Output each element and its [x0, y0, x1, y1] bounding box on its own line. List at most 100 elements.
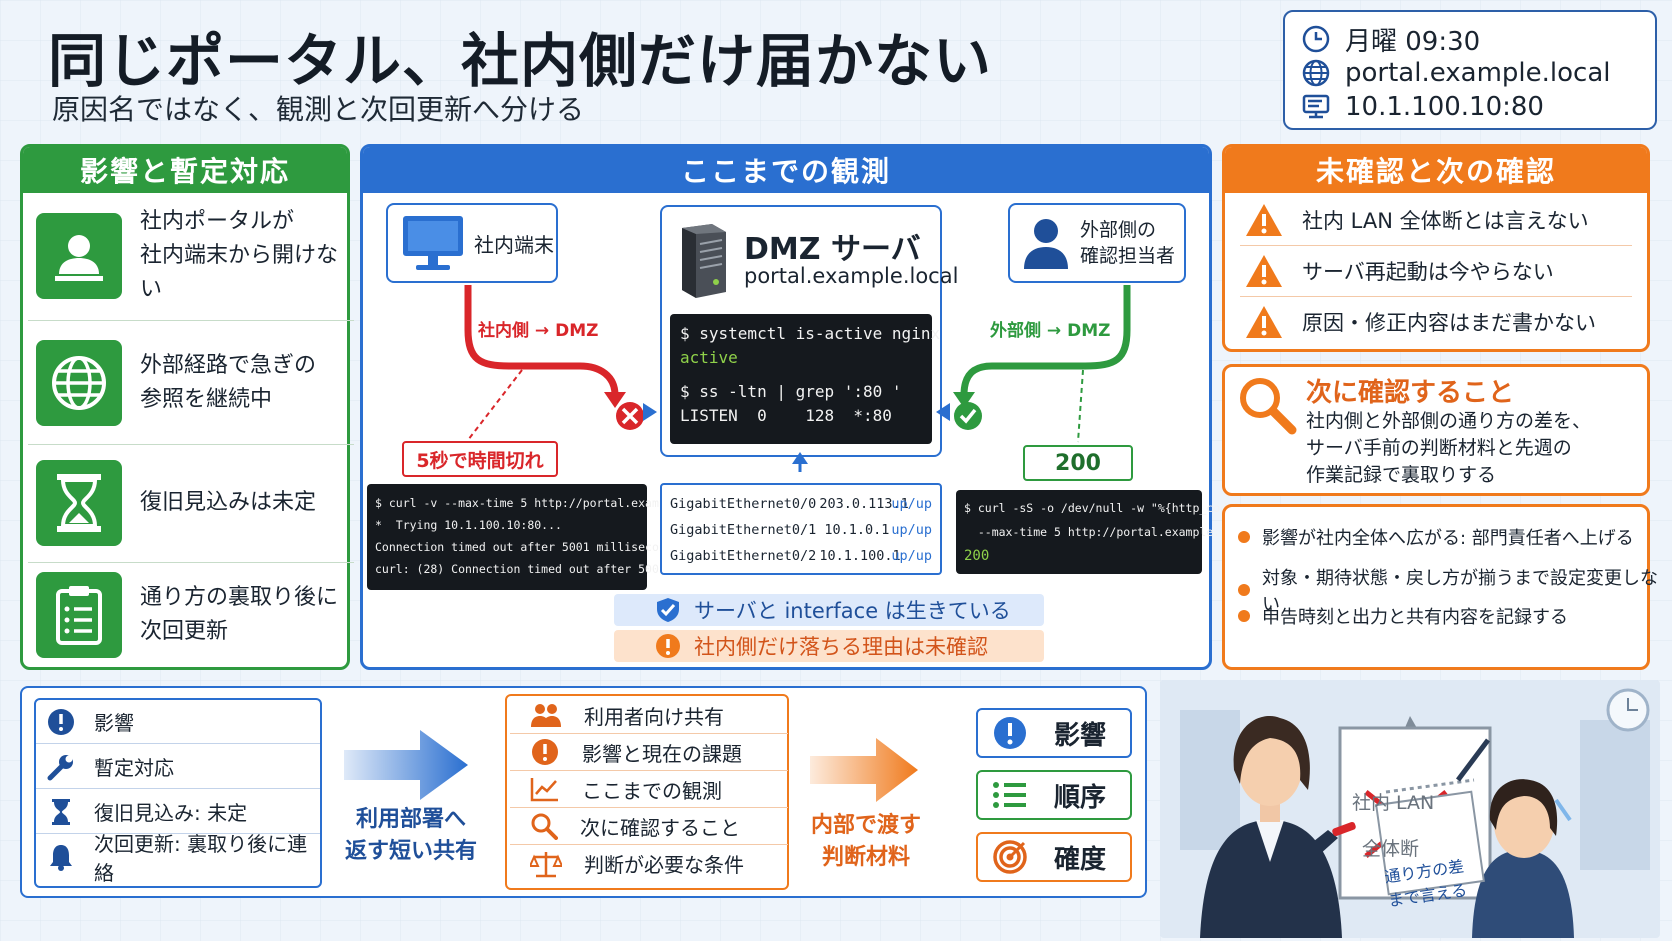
fail-icon-cross — [621, 407, 639, 425]
exclamation-icon — [656, 634, 680, 658]
external-checker-label: 外部側の 確認担当者 — [1080, 219, 1176, 267]
info-host-row: portal.example.local — [1301, 56, 1639, 90]
incident-info-box: 月曜 09:30 portal.example.local 10.1.100.1… — [1283, 10, 1657, 130]
note-alive: サーバと interface は生きている — [614, 594, 1044, 626]
board-text-1: 社内 LAN — [1352, 792, 1435, 814]
dmz-server-title: DMZ サーバ — [744, 232, 921, 267]
curl-output-line: curl: (28) Connection timed out after 50… — [375, 562, 756, 576]
interface-arrowhead — [792, 452, 808, 464]
page-subtitle: 原因名ではなく、観測と次回更新へ分ける — [52, 93, 585, 126]
curl-output-line: Connection timed out after 5001 millisec… — [375, 540, 680, 554]
page-title: 同じポータル、社内側だけ届かない — [48, 27, 993, 95]
next-check-title: 次に確認すること — [1306, 378, 1515, 408]
dmz-server-host: portal.example.local — [744, 264, 959, 288]
impact-divider-1 — [28, 320, 354, 321]
info-time: 月曜 09:30 — [1345, 26, 1481, 57]
status-pointer — [1077, 369, 1084, 443]
exclamation-icon — [994, 717, 1026, 749]
info-address-row: 10.1.100.10:80 — [1301, 90, 1639, 124]
wrench-icon — [47, 754, 73, 780]
unconfirmed-panel: 未確認と次の確認 — [1222, 144, 1650, 352]
handoff-item-observation: ここまでの観測 — [510, 771, 788, 808]
warning-item-3: 原因・修正内容はまだ書かない — [1234, 297, 1634, 347]
monitor-icon — [403, 216, 463, 270]
clock-icon — [1302, 25, 1330, 53]
next-check-text: 社内側と外部側の通り方の差を、 サーバ手前の判断材料と先週の 作業記録で裏取りす… — [1306, 410, 1592, 486]
escalation-bullet: 対象・期待状態・戻し方が揃うまで設定変更しない — [1238, 564, 1672, 616]
warning-icon — [1246, 255, 1282, 287]
server-terminal-line: $ ss -ltn | grep ':80 ' — [680, 382, 902, 401]
clipboard-icon — [36, 572, 122, 658]
share-item-workaround: 暫定対応 — [36, 745, 320, 789]
staff-discussion-illustration — [1180, 688, 1650, 938]
handoff-item-users: 利用者向け共有 — [510, 697, 788, 734]
search-icon — [531, 813, 558, 840]
server-arrow-right — [936, 403, 950, 421]
info-host: portal.example.local — [1345, 58, 1611, 88]
globe-icon — [1302, 59, 1330, 87]
summary-impact: 影響 — [976, 708, 1132, 758]
internal-terminal-label: 社内端末 — [474, 232, 554, 257]
users-icon — [531, 704, 561, 727]
status-code-tag: 200 — [1023, 445, 1133, 481]
share-item-next-update: 次回更新: 裏取り後に連絡 — [36, 832, 320, 885]
external-curl-terminal: $ curl -sS -o /dev/null -w "%{http_code}… — [956, 490, 1262, 574]
unconfirmed-panel-title: 未確認と次の確認 — [1225, 147, 1647, 193]
impact-item-3-text: 復旧見込みは未定 — [140, 490, 317, 515]
search-icon — [1240, 378, 1297, 435]
bullet-dot — [1238, 610, 1250, 622]
warning-divider — [1240, 245, 1632, 246]
escalation-bullet: 影響が社内全体へ広がる: 部門責任者へ上げる — [1238, 524, 1634, 550]
shield-check-icon — [657, 598, 679, 622]
impact-item-2: 外部経路で急ぎの 参照を継続中 — [36, 324, 356, 442]
internal-terminal-node: 社内端末 — [386, 203, 558, 283]
summary-certainty: 確度 — [976, 832, 1132, 882]
warning-icon — [1246, 306, 1282, 338]
globe-icon — [36, 340, 122, 426]
warning-item-2: サーバ再起動は今やらない — [1234, 246, 1634, 296]
impact-item-1-text: 社内ポータルが 社内端末から開けない — [140, 209, 339, 302]
bullet-dot — [1238, 584, 1250, 596]
handoff-item-conditions: 判断が必要な条件 — [510, 845, 788, 882]
hourglass-icon — [36, 460, 122, 546]
arrow-to-internal — [810, 738, 918, 802]
impact-divider-3 — [28, 562, 354, 563]
warning-divider — [1240, 296, 1632, 297]
user-share-list — [34, 698, 322, 888]
internal-path-arrowhead — [604, 392, 626, 408]
server-rack-icon — [1302, 94, 1330, 119]
handoff-item-impact: 影響と現在の課題 — [510, 734, 788, 771]
internal-curl-terminal: $ curl -v --max-time 5 http://portal.exa… — [367, 484, 756, 590]
list-icon — [993, 782, 1026, 808]
target-icon — [993, 840, 1027, 874]
timeout-tag: 5秒で時間切れ — [402, 441, 558, 477]
curl-output-line: $ curl -sS -o /dev/null -w "%{http_code}… — [964, 501, 1262, 515]
arrow-to-users — [344, 730, 468, 800]
warning-item-1: 社内 LAN 全体断とは言えない — [1234, 195, 1634, 245]
impact-item-3: 復旧見込みは未定 — [36, 444, 356, 562]
exclamation-icon — [48, 708, 74, 735]
impact-panel-title: 影響と暫定対応 — [23, 147, 347, 193]
arrow-to-internal-label: 内部で渡す 判断材料 — [810, 813, 921, 870]
hourglass-icon — [52, 798, 70, 825]
bell-icon — [50, 845, 72, 871]
impact-item-4-text: 通り方の裏取り後に 次回更新 — [140, 585, 339, 644]
share-item-impact: 影響 — [36, 700, 320, 744]
external-path-line — [960, 285, 1131, 396]
external-path-arrowhead — [953, 392, 975, 408]
chart-icon — [530, 778, 558, 802]
curl-status-line: 200 — [964, 548, 990, 564]
person-icon — [1024, 219, 1068, 269]
external-path-label: 外部側 → DMZ — [990, 321, 1111, 341]
bullet-dot — [1238, 531, 1250, 543]
share-item-eta: 復旧見込み: 未定 — [36, 790, 320, 834]
impact-item-1: 社内ポータルが 社内端末から開けない — [36, 197, 356, 315]
external-checker-node: 外部側の 確認担当者 — [1008, 203, 1186, 283]
impact-item-4: 通り方の裏取り後に 次回更新 — [36, 556, 356, 674]
connection-diagram — [464, 285, 1131, 472]
board-text-2: 全体断 — [1362, 838, 1420, 860]
